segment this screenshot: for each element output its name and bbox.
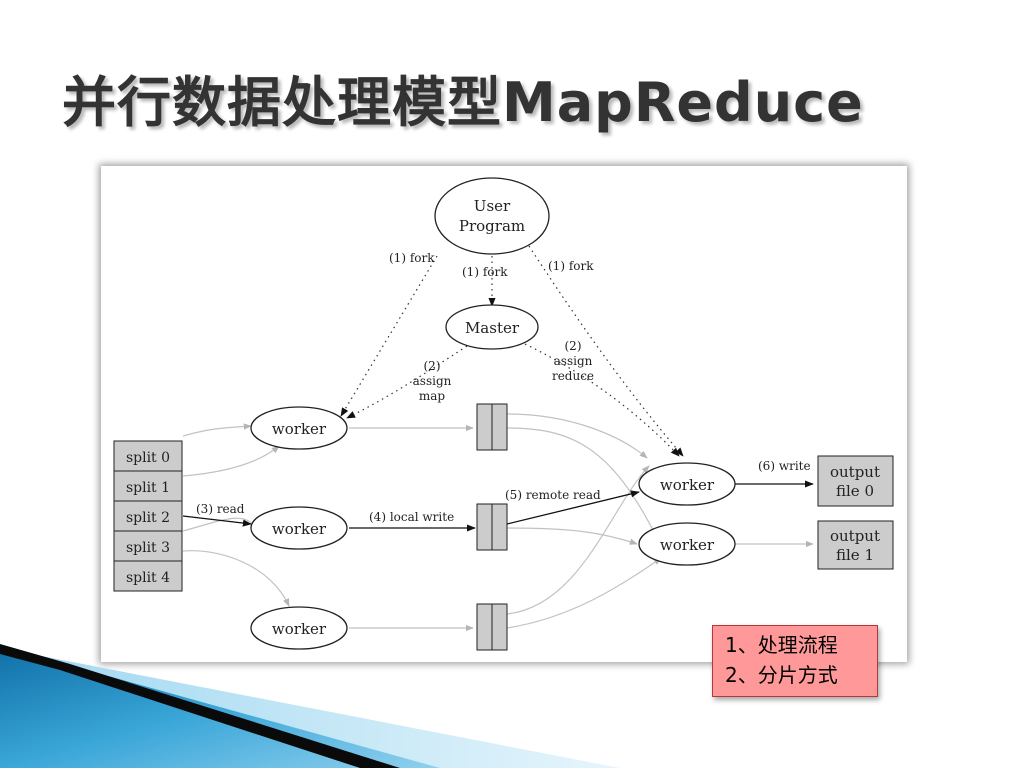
edge-label-assign-map-2: assign bbox=[413, 374, 452, 388]
input-splits bbox=[113, 440, 183, 592]
edge-label-fork-right: (1) fork bbox=[548, 259, 594, 273]
edge-split0-worker bbox=[182, 423, 252, 437]
edge-label-fork-left: (1) fork bbox=[389, 251, 435, 265]
edge-fork-right bbox=[528, 245, 684, 457]
split-box bbox=[113, 500, 183, 532]
reduce-worker-node bbox=[638, 522, 736, 566]
edge-label-assign-map-3: map bbox=[419, 389, 446, 403]
edge-file2-reduce0 bbox=[506, 465, 650, 615]
corner-decoration bbox=[0, 644, 620, 768]
intermediate-file bbox=[491, 403, 508, 451]
edge-fork-left bbox=[340, 255, 438, 417]
edge-split1-worker bbox=[182, 445, 280, 477]
edge-label-remote-read: (5) remote read bbox=[505, 488, 601, 502]
gray-edges bbox=[182, 413, 814, 632]
output-file-1 bbox=[817, 520, 894, 570]
output-file-1-label-1: output bbox=[830, 527, 880, 545]
user-program-label-1: User bbox=[474, 197, 511, 215]
intermediate-file bbox=[491, 603, 508, 651]
edge-label-read: (3) read bbox=[196, 502, 245, 516]
edge-file0-reduce0 bbox=[506, 413, 648, 459]
edge-label-assign-reduce-1: (2) bbox=[565, 339, 582, 353]
edge-label-fork-center: (1) fork bbox=[462, 265, 508, 279]
edge-read bbox=[182, 515, 252, 527]
split-label: split 1 bbox=[126, 480, 170, 496]
edge-remote-read bbox=[506, 490, 640, 525]
user-program-node bbox=[434, 177, 550, 255]
intermediate-file bbox=[491, 503, 508, 551]
map-worker-node bbox=[250, 406, 348, 450]
worker-label: worker bbox=[660, 476, 715, 494]
worker-label: worker bbox=[272, 420, 327, 438]
user-program-label-2: Program bbox=[459, 217, 525, 235]
worker-label: worker bbox=[272, 520, 327, 538]
output-file-1-label-2: file 1 bbox=[836, 546, 874, 564]
edge-label-assign-map-1: (2) bbox=[424, 359, 441, 373]
edge-label-local-write: (4) local write bbox=[369, 510, 454, 524]
edge-file1-reduce1 bbox=[506, 527, 638, 545]
edge-label-write: (6) write bbox=[758, 459, 811, 473]
dark-edges bbox=[182, 480, 814, 532]
edge-split4-worker bbox=[182, 550, 290, 607]
slide-title: 并行数据处理模型MapReduce bbox=[62, 71, 864, 134]
intermediate-file bbox=[476, 503, 493, 551]
deco-black-stripe bbox=[0, 644, 400, 768]
edge-assign-map bbox=[346, 345, 468, 419]
split-box bbox=[113, 560, 183, 592]
deco-blue-wedge bbox=[0, 646, 440, 768]
split-box bbox=[113, 440, 183, 472]
output-file-0-label-2: file 0 bbox=[836, 482, 874, 500]
note-line-1: 1、处理流程 bbox=[725, 633, 838, 657]
split-label: split 3 bbox=[126, 540, 170, 556]
edge-label-assign-reduce-2: assign bbox=[554, 354, 593, 368]
split-label: split 2 bbox=[126, 510, 170, 526]
master-label: Master bbox=[465, 319, 520, 337]
reduce-worker-node bbox=[638, 462, 736, 506]
map-worker-node bbox=[250, 606, 348, 650]
edge-label-assign-reduce-3: reduce bbox=[552, 369, 594, 383]
worker-label: worker bbox=[660, 536, 715, 554]
note-box: 1、处理流程 2、分片方式 bbox=[712, 625, 878, 697]
intermediate-file bbox=[476, 403, 493, 451]
diagram-canvas: User Program Master worker worker worker… bbox=[113, 177, 894, 651]
split-box bbox=[113, 470, 183, 502]
output-file-0-label-1: output bbox=[830, 463, 880, 481]
edge-file2-reduce1 bbox=[506, 557, 662, 629]
worker-label: worker bbox=[272, 620, 327, 638]
intermediate-files bbox=[476, 403, 508, 651]
dotted-edges bbox=[340, 245, 684, 457]
mapreduce-diagram: User Program Master worker worker worker… bbox=[101, 166, 907, 662]
edge-file0-reduce1 bbox=[506, 427, 658, 539]
edge-assign-reduce bbox=[524, 343, 680, 457]
split-label: split 0 bbox=[126, 450, 170, 466]
master-node bbox=[445, 304, 539, 350]
note-line-2: 2、分片方式 bbox=[725, 663, 838, 687]
output-file-0 bbox=[817, 455, 894, 507]
map-worker-node bbox=[250, 506, 348, 550]
split-label: split 4 bbox=[126, 570, 170, 586]
